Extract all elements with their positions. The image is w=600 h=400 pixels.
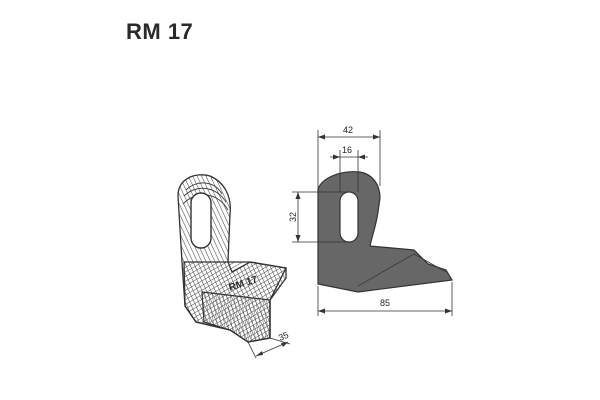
iso-slot: [190, 192, 212, 249]
profile-dim-85: 85: [317, 282, 453, 316]
iso-dim-35: 35: [247, 330, 291, 359]
profile-silhouette: [317, 171, 453, 293]
profile-dim-85-label: 85: [380, 298, 390, 308]
profile-dim-42: 42: [317, 125, 381, 188]
profile-dim-16: 16: [330, 145, 368, 192]
profile-slot: [339, 191, 359, 243]
isometric-view: RM 17 35: [177, 174, 291, 359]
profile-dim-16-label: 16: [342, 145, 352, 155]
profile-dim-42-label: 42: [343, 125, 353, 135]
profile-dim-32: 32: [288, 191, 346, 243]
profile-view: 42 16 32: [288, 125, 453, 316]
profile-dim-32-label: 32: [288, 212, 298, 222]
iso-blade-face: [201, 291, 271, 343]
part-title: RM 17: [126, 19, 194, 44]
iso-dim-35-label: 35: [277, 330, 290, 343]
